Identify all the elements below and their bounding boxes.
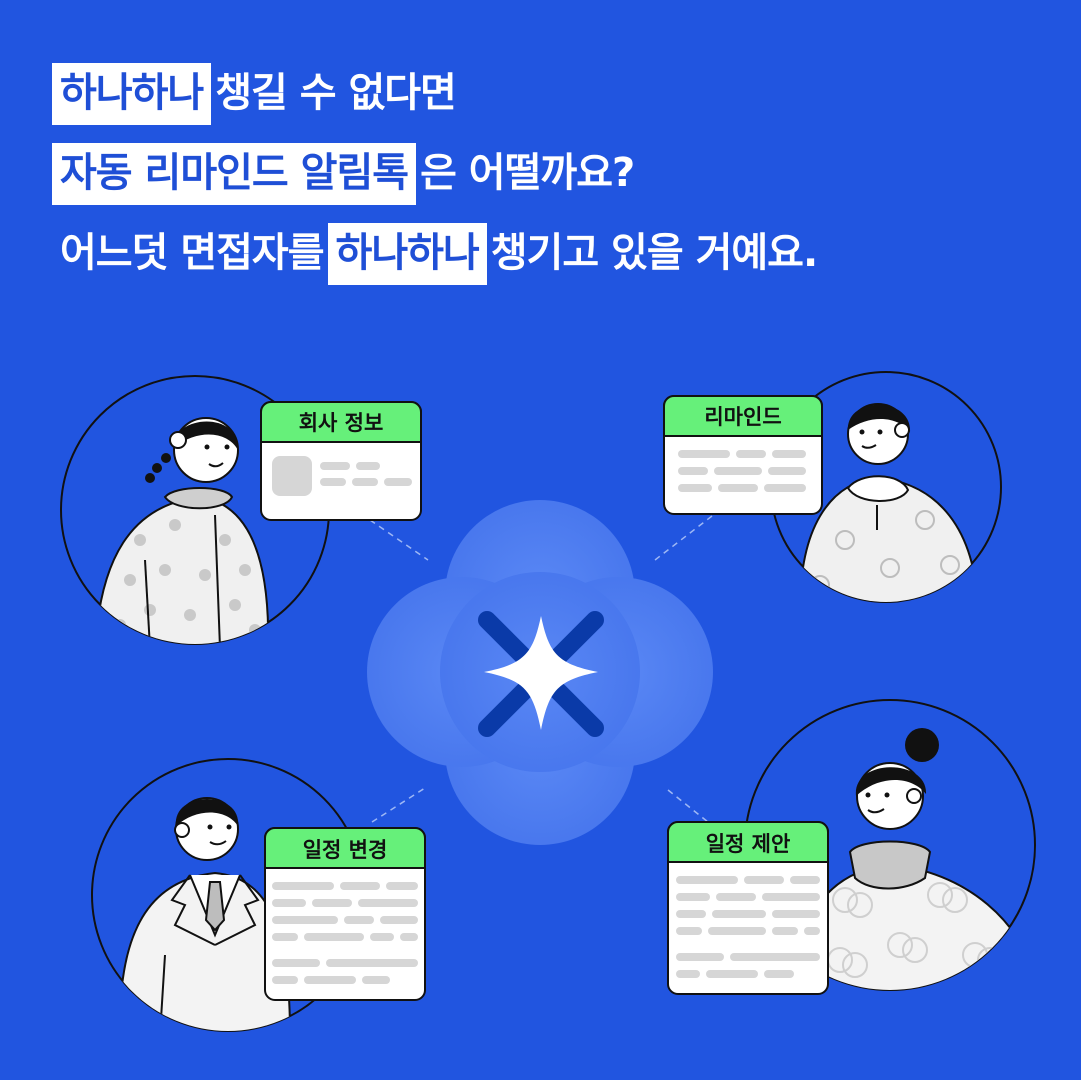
card-title: 회사 정보 [299,411,384,435]
headline-text: 어느덧 면접자를 [60,230,325,276]
card-schedule-proposal: 일정 제안 [667,821,829,995]
headline-text: 챙길 수 없다면 [215,70,457,116]
headline-text: 은 어떨까요? [420,150,635,196]
card-remind: 리마인드 [663,395,823,515]
card-title: 일정 제안 [706,832,791,856]
card-company-info: 회사 정보 [260,401,422,521]
headline-highlight: 하나하나 [52,63,212,125]
connector-lines [369,515,713,823]
card-schedule-change: 일정 변경 [264,827,426,1001]
headline-highlight: 하나하나 [327,223,487,285]
headline-text: 챙기고 있을 거예요. [490,230,818,276]
sparkle-icon [484,616,598,730]
headline-highlight: 자동 리마인드 알림톡 [52,143,417,205]
card-title: 리마인드 [704,405,781,429]
card-title: 일정 변경 [303,838,388,862]
person-illustration [770,371,1002,603]
